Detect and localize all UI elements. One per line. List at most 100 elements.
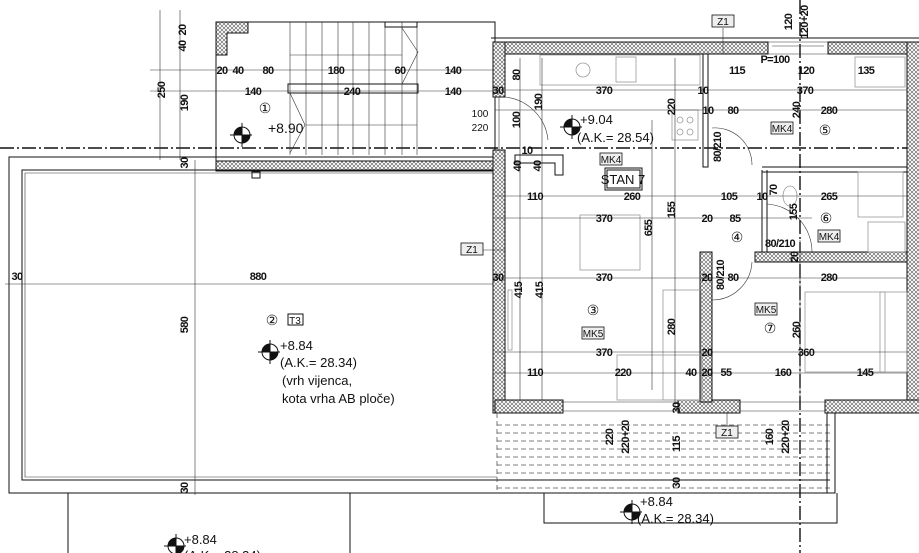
- dimension-label: 220: [666, 98, 678, 115]
- dimension-label: 260: [791, 321, 803, 338]
- terrace-tag-box: [287, 313, 304, 326]
- room-number-7: ⑦: [764, 320, 777, 336]
- dimension-label: 80: [727, 105, 739, 117]
- dimension-label: 20: [701, 367, 713, 379]
- dimension-label: 280: [666, 318, 678, 335]
- room-tag: MK4: [772, 124, 793, 135]
- dimension-label: 880: [250, 271, 267, 283]
- tag-box: [460, 242, 484, 256]
- dimension-label: 40: [685, 367, 697, 379]
- room-number-3: ③: [587, 302, 600, 318]
- dimension-label: 100: [511, 111, 523, 128]
- dimension-label: 415: [534, 281, 546, 298]
- dimension-label: 120: [798, 65, 815, 77]
- dimension-label: 85: [729, 213, 741, 225]
- dimension-label: 20: [701, 347, 713, 359]
- dimension-label: 10: [521, 145, 533, 157]
- dimension-label: 120: [783, 13, 795, 30]
- room-number-2: ②: [266, 312, 279, 328]
- section-tag: Z1: [717, 17, 729, 28]
- balcony: [496, 412, 838, 524]
- absolute-elevation-label: (A.K.= 28.34): [184, 548, 261, 553]
- room-tag: MK4: [601, 155, 622, 166]
- dimension-label: 240: [344, 86, 361, 98]
- tag-box: [599, 152, 623, 166]
- absolute-elevation-label: (A.K.= 28.54): [577, 130, 654, 145]
- dimension-label: 30: [492, 85, 504, 97]
- room-tag: MK5: [583, 329, 604, 340]
- elevation-label: +8.84: [640, 494, 673, 509]
- window-size-label: 220: [604, 428, 616, 445]
- dimension-label: 120+20: [799, 5, 811, 39]
- room-tag: T3: [289, 316, 301, 327]
- dimension-label: 265: [821, 191, 838, 203]
- tag-box: [581, 326, 605, 340]
- window-size-label: 220+20: [620, 420, 632, 454]
- dimension-label: 360: [798, 347, 815, 359]
- apartment-stan-7: [491, 37, 919, 414]
- dimension-label: 145: [857, 367, 874, 379]
- dimension-label: 80: [262, 65, 274, 77]
- dimension-label: 30: [492, 272, 504, 284]
- lower-block: [67, 493, 351, 553]
- room-tag: MK4: [819, 232, 840, 243]
- dimension-label: 110: [527, 367, 543, 379]
- dimension-label: 135: [858, 65, 875, 77]
- dimension-label: 655: [643, 219, 655, 236]
- dimension-label: 115: [729, 65, 745, 77]
- room-tag: MK5: [756, 305, 777, 316]
- elevation-marker-icon: [163, 533, 187, 553]
- elevation-marker-icon: [257, 339, 281, 365]
- elevation-label: +8.84: [184, 532, 217, 547]
- tag-box: [754, 302, 778, 316]
- terrace: [5, 156, 497, 495]
- dimension-label: 30: [179, 482, 191, 494]
- dimension-label: 105: [721, 191, 738, 203]
- dimension-label: 370: [596, 85, 613, 97]
- dimension-label: 370: [596, 347, 613, 359]
- room-number-1: ①: [259, 100, 272, 116]
- door-size-label: 80/210: [715, 259, 727, 290]
- dimension-label: 370: [596, 213, 613, 225]
- dimension-label: 80: [511, 69, 523, 81]
- door-size-label: 220: [472, 123, 489, 134]
- dimension-label: 190: [179, 94, 191, 111]
- dimension-label: 70: [768, 184, 780, 196]
- dimension-label: 20: [701, 213, 713, 225]
- dimension-label: 40: [232, 65, 244, 77]
- dimension-label: 415: [513, 281, 525, 298]
- absolute-elevation-label: (A.K.= 28.34): [637, 511, 714, 526]
- dimension-label: 140: [445, 65, 462, 77]
- dimension-label: 10: [702, 105, 714, 117]
- dimension-label: 160: [775, 367, 792, 379]
- dimension-label: 250: [156, 81, 168, 98]
- dimension-label: 30: [179, 157, 191, 169]
- dimension-label: 40: [177, 40, 189, 52]
- elevation-label: +8.84: [280, 338, 313, 353]
- absolute-elevation-label: (A.K.= 28.34): [280, 355, 357, 370]
- room-number-4: ④: [731, 229, 744, 245]
- elevation-label: +9.04: [580, 112, 613, 127]
- dimension-label: 260: [624, 191, 641, 203]
- door-size-label: 80/210: [712, 131, 724, 162]
- tag-box: [817, 229, 841, 243]
- section-tag: Z1: [466, 245, 478, 256]
- dimension-label: 115: [671, 436, 683, 452]
- dimension-label: 155: [788, 203, 800, 220]
- dimension-label: 30: [671, 402, 683, 414]
- dimension-label: 40: [512, 160, 524, 172]
- dimension-label: 280: [821, 105, 838, 117]
- dimension-label: P=100: [760, 54, 790, 66]
- elevation-marker-icon: [229, 122, 253, 148]
- dimension-label: 20: [177, 24, 189, 36]
- dimension-label: 10: [697, 85, 709, 97]
- section-tag: Z1: [721, 428, 733, 439]
- dimension-label: 155: [666, 201, 678, 218]
- tag-box: [715, 425, 739, 439]
- dimension-label: 20: [216, 65, 228, 77]
- dimension-label: 190: [533, 93, 545, 110]
- stair-block: [150, 10, 498, 179]
- window-size-label: 220+20: [780, 420, 792, 454]
- tag-box: [711, 14, 735, 28]
